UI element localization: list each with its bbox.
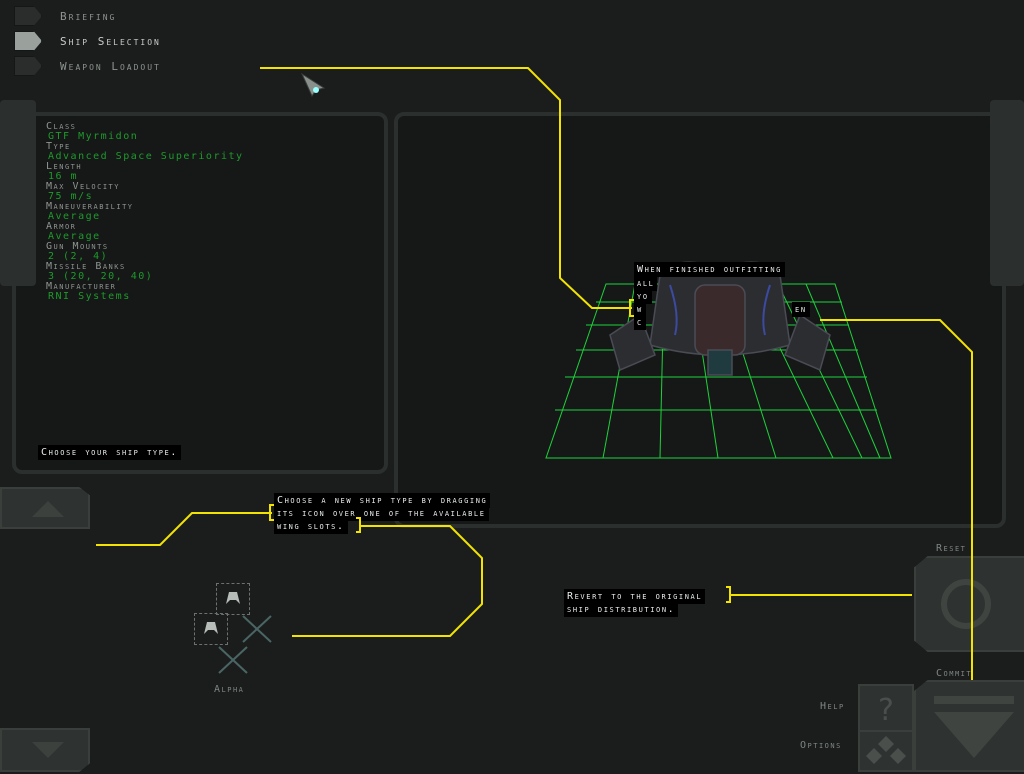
finished-tip-line5: en — [792, 302, 810, 317]
finished-tip-line3: yo — [634, 289, 652, 304]
spec-value: 2 (2, 4) — [48, 251, 109, 262]
nav-ship-selection[interactable]: Ship Selection — [0, 30, 161, 52]
callout-drag-line-right — [292, 525, 483, 637]
spec-label: Armor — [46, 221, 77, 232]
scroll-up-button[interactable] — [0, 487, 90, 529]
spec-gun-mounts: Gun Mounts 2 (2, 4) — [46, 242, 376, 262]
drag-tip-line3: wing slots. — [274, 519, 348, 534]
spec-missile-banks: Missile Banks 3 (20, 20, 40) — [46, 262, 376, 282]
spec-value: 75 m/s — [48, 191, 94, 202]
ship-model-icon — [609, 261, 831, 376]
spec-value: 3 (20, 20, 40) — [48, 271, 154, 282]
arrow-down-icon — [32, 742, 64, 758]
scroll-down-button[interactable] — [0, 728, 90, 772]
nav-weapon-loadout-button[interactable] — [14, 56, 42, 76]
spec-max-velocity: Max Velocity 75 m/s — [46, 182, 376, 202]
nav-briefing[interactable]: Briefing — [0, 5, 116, 27]
empty-slot-icon[interactable] — [240, 613, 274, 645]
spec-label: Missile Banks — [46, 261, 126, 272]
spec-manufacturer: Manufacturer RNI Systems — [46, 282, 376, 302]
fighter-icon — [204, 622, 218, 634]
finished-tip-line6: c — [634, 315, 646, 330]
help-button[interactable]: ? — [858, 684, 914, 732]
spec-label: Class — [46, 121, 77, 132]
wing-name: Alpha — [214, 684, 245, 695]
nav-weapon-loadout-label: Weapon Loadout — [60, 59, 161, 73]
svg-text:?: ? — [878, 693, 894, 728]
nav-briefing-button[interactable] — [14, 6, 42, 26]
revert-tip-line1: Revert to the original — [564, 589, 706, 604]
commit-arrow-icon — [934, 696, 1014, 758]
spec-label: Max Velocity — [46, 181, 120, 192]
drag-tip-line1: Choose a new ship type by dragging — [274, 493, 491, 508]
spec-label: Manufacturer — [46, 281, 117, 292]
left-panel-bracket — [0, 100, 36, 286]
drag-tip-line2: its icon over one of the available — [274, 506, 489, 521]
spec-type: Type Advanced Space Superiority — [46, 142, 376, 162]
finished-tip-line4: w — [634, 302, 646, 317]
spec-class: Class GTF Myrmidon — [46, 122, 376, 142]
commit-button[interactable] — [914, 680, 1024, 772]
choose-ship-tip: Choose your ship type. — [38, 445, 181, 460]
spec-label: Type — [46, 141, 71, 152]
spec-maneuverability: Maneuverability Average — [46, 202, 376, 222]
spec-value: Average — [48, 231, 101, 242]
spec-armor: Armor Average — [46, 222, 376, 242]
revert-tip-line2: ship distribution. — [564, 602, 679, 617]
mouse-cursor-icon — [300, 72, 326, 98]
options-label: Options — [800, 740, 842, 751]
fighter-icon — [226, 592, 240, 604]
callout-revert-bracket — [726, 586, 731, 603]
nav-ship-selection-button[interactable] — [14, 31, 42, 51]
reset-label: Reset — [936, 543, 967, 554]
arrow-up-icon — [32, 501, 64, 517]
spec-value: RNI Systems — [48, 291, 131, 302]
wing-slot-2[interactable] — [194, 613, 228, 645]
spec-label: Length — [46, 161, 83, 172]
reset-button[interactable] — [914, 556, 1024, 652]
options-icon — [866, 736, 906, 764]
empty-slot-icon[interactable] — [216, 644, 250, 676]
wing-slot-1[interactable] — [216, 583, 250, 615]
commit-label: Commit — [936, 668, 973, 679]
spec-value: Average — [48, 211, 101, 222]
spec-label: Gun Mounts — [46, 241, 109, 252]
help-label: Help — [820, 701, 845, 712]
nav-ship-selection-label: Ship Selection — [60, 34, 161, 48]
right-panel-bracket — [990, 100, 1024, 286]
options-button[interactable] — [858, 730, 914, 772]
question-icon: ? — [878, 693, 894, 728]
spec-value: 16 m — [48, 171, 79, 182]
spec-value: GTF Myrmidon — [48, 131, 139, 142]
nav-briefing-label: Briefing — [60, 9, 117, 23]
finished-tip-line1: When finished outfitting — [634, 262, 785, 277]
reset-icon — [941, 579, 991, 629]
nav-weapon-loadout[interactable]: Weapon Loadout — [0, 55, 161, 77]
spec-value: Advanced Space Superiority — [48, 151, 244, 162]
callout-drag-line-left — [96, 512, 272, 546]
spec-label: Maneuverability — [46, 201, 134, 212]
ship-spec-list: Class GTF Myrmidon Type Advanced Space S… — [46, 122, 376, 302]
spec-length: Length 16 m — [46, 162, 376, 182]
finished-tip-line2: all — [634, 276, 658, 291]
